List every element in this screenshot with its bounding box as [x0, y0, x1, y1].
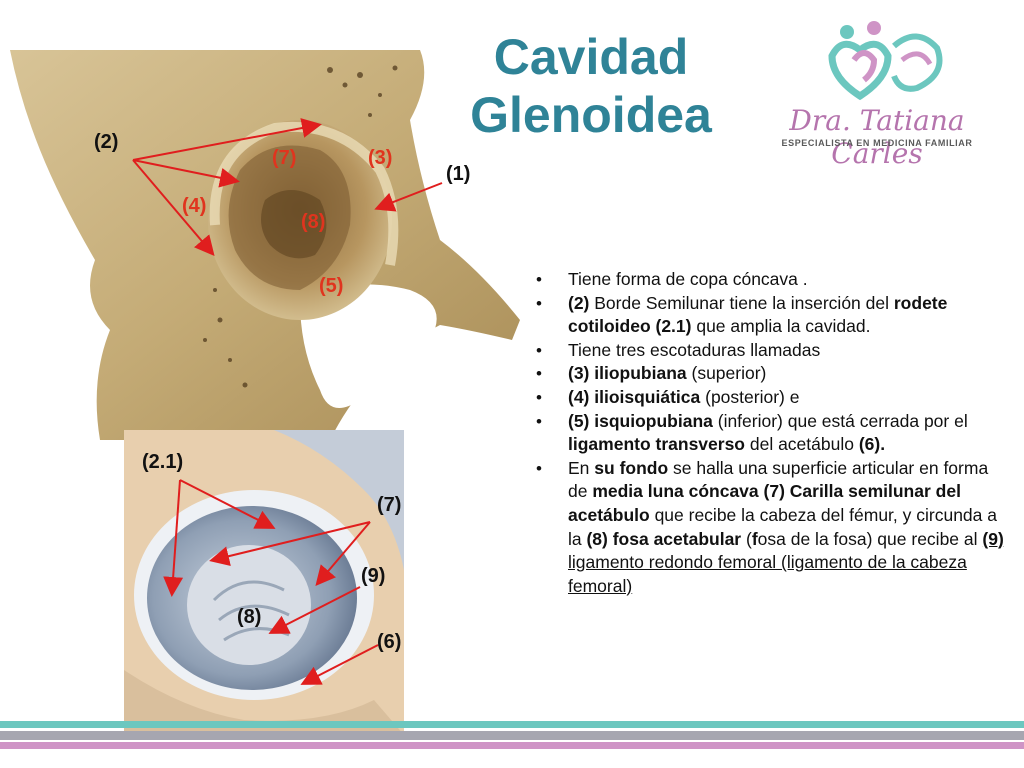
title-line-1: Cavidad: [493, 29, 689, 85]
bullet-7: En su fondo se halla una superficie arti…: [536, 457, 1006, 599]
brand-logo: Dra. Tatiana Carles ESPECIALISTA EN MEDI…: [752, 16, 1002, 170]
bullet-2: (2) Borde Semilunar tiene la inserción d…: [536, 292, 1006, 339]
label-6: (6): [377, 631, 402, 653]
bullet-6: (5) isquiopubiana (inferior) que está ce…: [536, 410, 1006, 457]
label-8-top: (8): [301, 211, 326, 233]
footer-stripe-gray: [0, 731, 1024, 740]
logo-name: Dra. Tatiana Carles: [789, 104, 965, 170]
title-line-2: Glenoidea: [470, 87, 712, 143]
label-5: (5): [319, 275, 344, 297]
slide-title: Cavidad Glenoidea: [456, 28, 726, 144]
label-8-bottom: (8): [237, 606, 262, 628]
bullet-3: Tiene tres escotaduras llamadas: [536, 339, 1006, 363]
label-3: (3): [368, 147, 393, 169]
label-2-1: (2.1): [142, 451, 184, 473]
label-7-bottom: (7): [377, 494, 402, 516]
label-7-top: (7): [272, 147, 297, 169]
bullet-list: Tiene forma de copa cóncava . (2) Borde …: [536, 268, 1006, 598]
footer-stripe-pink: [0, 742, 1024, 749]
label-2: (2): [94, 131, 119, 153]
family-heart-logo-icon: [828, 21, 943, 101]
bullet-5: (4) ilioisquiática (posterior) e: [536, 386, 1006, 410]
label-9: (9): [361, 565, 386, 587]
logo-subtitle: ESPECIALISTA EN MEDICINA FAMILIAR: [781, 138, 973, 148]
hip-bone-illustration: [10, 50, 520, 440]
label-1: (1): [446, 163, 471, 185]
bullet-4: (3) iliopubiana (superior): [536, 362, 1006, 386]
bullet-1: Tiene forma de copa cóncava .: [536, 268, 1006, 292]
label-4: (4): [182, 195, 207, 217]
footer-stripe-teal: [0, 721, 1024, 728]
